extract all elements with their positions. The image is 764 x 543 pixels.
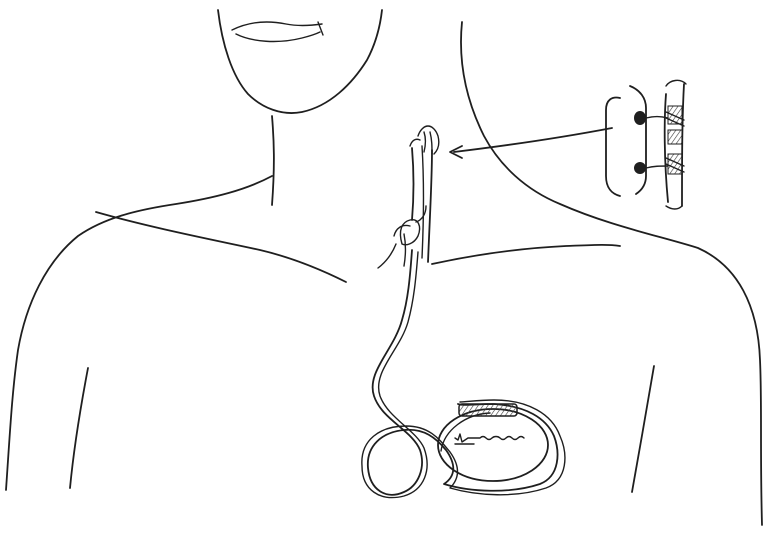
left-clavicle xyxy=(96,212,346,282)
pacemaker-device xyxy=(438,409,548,481)
inset-link-top xyxy=(646,117,668,119)
lead-secondary xyxy=(362,252,565,498)
lead-to-neck xyxy=(404,234,406,266)
subclavian-loop xyxy=(400,220,419,245)
inset-blob-bottom xyxy=(634,162,646,174)
device-inner-edge xyxy=(441,413,490,451)
shoulder-detail xyxy=(378,244,396,268)
neck-right-shoulder xyxy=(461,22,762,525)
device-header xyxy=(459,404,517,416)
inset-outline-right xyxy=(630,86,646,194)
vein-right-wall xyxy=(428,150,432,262)
vein-tip-detail xyxy=(424,132,432,154)
vein-branch xyxy=(394,206,426,236)
vein-center-line xyxy=(422,146,424,258)
inset-outline xyxy=(606,98,620,197)
pointer-arrow-line xyxy=(454,128,612,152)
inset-tube-bottom xyxy=(666,206,682,209)
neck-left xyxy=(272,116,274,205)
device-waveform xyxy=(455,434,524,442)
inset-tube-right xyxy=(682,84,684,206)
inset-blob-top xyxy=(634,111,646,125)
inset-tube-top xyxy=(666,80,686,86)
mouth-lower xyxy=(236,32,320,41)
mouth-upper xyxy=(232,22,322,30)
lead-main xyxy=(368,250,558,495)
vein-left-wall xyxy=(412,148,414,220)
left-chest-crease xyxy=(70,368,88,488)
right-chest-crease xyxy=(632,366,654,492)
right-clavicle xyxy=(432,245,620,264)
inset-band-2 xyxy=(668,130,682,144)
